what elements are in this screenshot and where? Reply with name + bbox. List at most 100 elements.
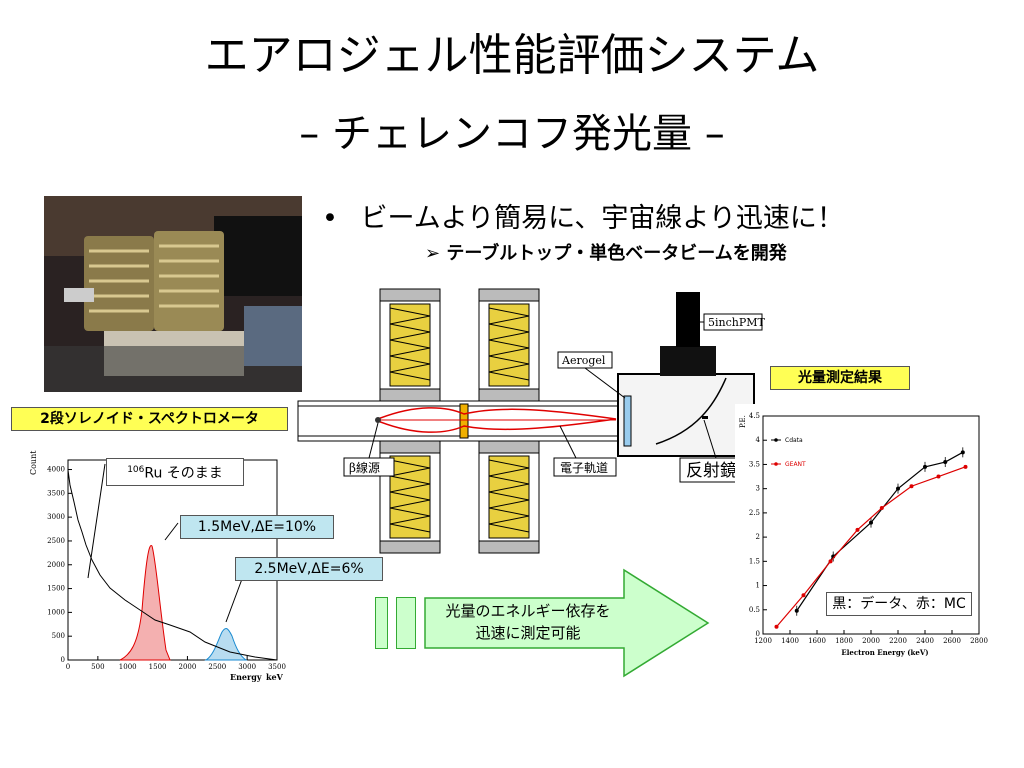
result-xtick-label: 2800: [970, 637, 988, 645]
slide-subtitle: – チェレンコフ発光量 –: [299, 111, 725, 157]
spectrometer-label: 2段ソレノイド・スペクトロメータ: [11, 407, 288, 431]
series-point-1: [963, 464, 968, 469]
result-ytick-label: 3.5: [749, 460, 760, 468]
solenoid-upper-1: [379, 288, 441, 402]
result-ytick-label: 3: [756, 485, 760, 493]
arrow-text-line1: 光量のエネルギー依存を: [445, 602, 611, 620]
sub-bullet-marker: ➢: [425, 243, 441, 264]
series-line-1: [776, 466, 966, 628]
spectrum-xtick-label: 2000: [179, 663, 197, 671]
result-xtick-label: 2400: [916, 637, 934, 645]
slide-title: エアロジェル性能評価システム: [204, 30, 820, 81]
bullet-text: ビームより簡易に、宇宙線より迅速に！: [360, 203, 844, 234]
result-xtick-label: 1800: [835, 637, 853, 645]
result-xlabel: Electron Energy (keV): [841, 648, 928, 657]
arrow-tail-bar-2: [396, 597, 416, 649]
series-point-1: [855, 527, 860, 532]
result-ytick-label: 1: [756, 582, 760, 590]
spectrum-ytick-label: 500: [52, 632, 65, 640]
solenoid-upper-2: [478, 288, 540, 402]
beamline-diagram: 5inchPMT Aerogel β線源 電子軌道 反射鏡: [297, 288, 766, 554]
beta-source-point: [375, 417, 381, 423]
legend-mc: GEANT: [785, 461, 806, 468]
result-ytick-label: 0: [756, 630, 760, 638]
peak1-pointer: [164, 522, 179, 541]
ru-mass-number: 106: [127, 465, 145, 475]
result-xtick-label: 2200: [889, 637, 907, 645]
result-xtick-label: 2600: [943, 637, 961, 645]
result-title-label: 光量測定結果: [770, 366, 910, 390]
beam-pipe: [297, 400, 619, 442]
pmt-base: [676, 292, 700, 347]
series-point-1: [879, 506, 884, 511]
solenoid-lower-2: [478, 440, 540, 554]
peak2-label: 2.5MeV,ΔE=6%: [235, 557, 383, 581]
spectrum-raw-line: [67, 469, 278, 661]
sub-bullet-text: テーブルトップ・単色ベータビームを開発: [446, 243, 787, 264]
pe-energy-chart: 1200 1400 1600 1800 2000 2200 2400 2600 2800 0 0.5…: [735, 404, 993, 660]
spectrum-ytick-label: 2500: [47, 537, 65, 545]
bullet-item: • ビームより簡易に、宇宙線より迅速に！: [322, 196, 844, 235]
peak2-pointer: [225, 578, 243, 623]
ru-label-text: Ru そのまま: [144, 465, 223, 482]
result-xtick-label: 2000: [862, 637, 880, 645]
spectrum-xunit: keV: [266, 672, 284, 682]
result-xtick-label: 1600: [808, 637, 826, 645]
result-ytick-label: 0.5: [749, 606, 760, 614]
spectrum-ylabel: Count: [30, 450, 38, 475]
arrow-text: 光量のエネルギー依存を 迅速に測定可能: [428, 600, 628, 644]
spectrum-xlabel: Energy: [230, 672, 262, 682]
spectrum-ytick-label: 2000: [47, 561, 65, 569]
series-point-1: [909, 484, 914, 489]
spectrum-ytick-label: 1000: [47, 608, 65, 616]
arrow-tail-bar-1: [375, 597, 388, 649]
color-legend-note: 黒：データ、赤：MC: [826, 592, 972, 616]
legend-data: Cdata: [785, 437, 803, 444]
spectrum-xtick-label: 3000: [238, 663, 256, 671]
arrow-text-line2: 迅速に測定可能: [475, 624, 581, 642]
ru-label: 106Ru そのまま: [106, 458, 244, 486]
result-xtick-label: 1200: [754, 637, 772, 645]
electron-orbit-path: [377, 407, 617, 433]
spectrum-ytick-label: 3000: [47, 513, 65, 521]
series-point-1: [936, 474, 941, 479]
spectrum-ytick-label: 1500: [47, 585, 65, 593]
dark-box: [617, 373, 755, 457]
spectrum-ytick-label: 3500: [47, 489, 65, 497]
collimator: [459, 403, 469, 439]
spectrum-peak1: [119, 544, 171, 661]
sub-bullet: ➢ テーブルトップ・単色ベータビームを開発: [425, 239, 787, 265]
result-ylabel: P.E.: [739, 415, 747, 428]
chart-legend: Cdata GEANT: [771, 437, 806, 468]
spectrum-xtick-label: 2500: [208, 663, 226, 671]
result-ytick-label: 4.5: [749, 412, 760, 420]
reflector-label: 反射鏡: [686, 461, 737, 481]
bullet-marker: •: [322, 203, 338, 234]
ru-pointer: [87, 463, 106, 579]
spectrum-xtick-label: 0: [66, 663, 70, 671]
pmt-body: [660, 346, 716, 376]
spectrum-ytick-label: 4000: [47, 466, 65, 474]
series-point-1: [774, 624, 779, 629]
spectrum-ytick-label: 0: [61, 656, 65, 664]
pmt-label: 5inchPMT: [708, 316, 766, 329]
result-xtick-label: 1400: [781, 637, 799, 645]
spectrum-xtick-label: 500: [91, 663, 104, 671]
result-ytick-label: 1.5: [749, 557, 760, 565]
result-ytick-label: 2.5: [749, 509, 760, 517]
beta-source-label: β線源: [349, 460, 380, 475]
spectrum-xtick-label: 1000: [119, 663, 137, 671]
apparatus-photo: [44, 196, 302, 392]
result-ytick-label: 2: [756, 533, 760, 541]
result-ytick-label: 4: [756, 436, 761, 444]
spectrum-xtick-label: 1500: [149, 663, 167, 671]
aerogel-block: [623, 395, 632, 447]
spectrum-xtick-label: 3500: [268, 663, 286, 671]
aerogel-label: Aerogel: [561, 354, 606, 367]
series-point-1: [801, 593, 806, 598]
result-arrow: [424, 568, 710, 678]
series-point-1: [828, 559, 833, 564]
reflector-mirror: [655, 377, 727, 445]
peak1-label: 1.5MeV,ΔE=10%: [180, 515, 334, 539]
electron-orbit-label: 電子軌道: [560, 460, 608, 475]
